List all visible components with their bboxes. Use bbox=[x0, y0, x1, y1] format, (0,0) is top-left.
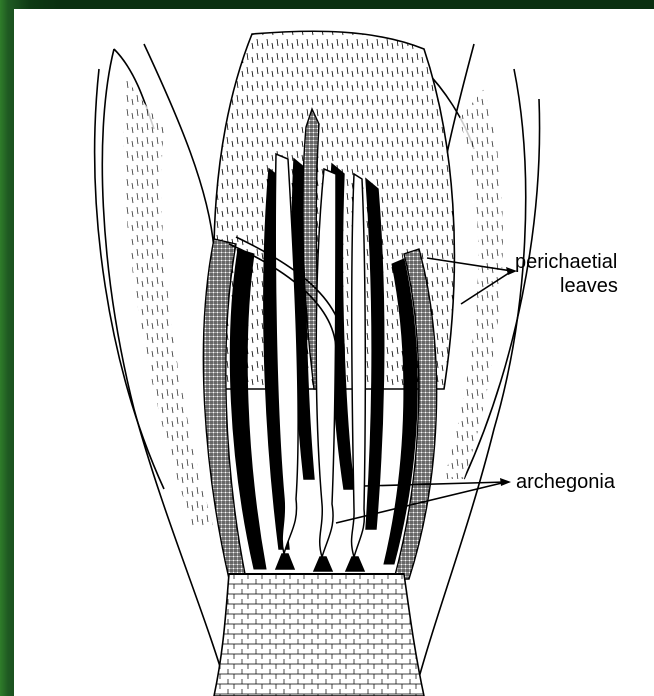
moss-archegonia-diagram: perichaetial leaves archegonia bbox=[14, 9, 654, 696]
label-leaves: leaves bbox=[560, 275, 618, 297]
outer-leaf-left-texture bbox=[123, 79, 214, 529]
label-perichaetial: perichaetial bbox=[515, 251, 617, 273]
illustration-panel: perichaetial leaves archegonia bbox=[14, 9, 654, 696]
label-archegonia: archegonia bbox=[516, 471, 616, 493]
archegonia-arrowhead bbox=[500, 478, 511, 486]
stem-base bbox=[214, 574, 424, 696]
